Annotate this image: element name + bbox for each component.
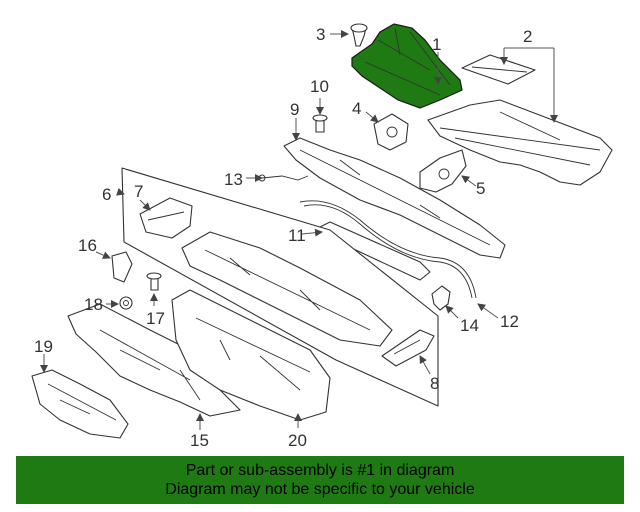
callout-12: 12 xyxy=(500,312,519,331)
part-16-bracket[interactable] xyxy=(111,251,133,283)
part-20-insulator[interactable] xyxy=(171,289,331,421)
part-2-cowl-panel[interactable] xyxy=(427,54,613,186)
callout-14: 14 xyxy=(460,316,479,335)
callout-15: 15 xyxy=(190,431,209,450)
parts-diagram: 1 2 3 4 5 6 7 8 9 10 11 12 13 14 15 16 1… xyxy=(31,23,613,450)
callout-18: 18 xyxy=(84,295,103,314)
callout-16: 16 xyxy=(78,236,97,255)
part-7-bracket[interactable] xyxy=(139,197,193,239)
callout-5: 5 xyxy=(476,179,485,198)
part-15-insulator[interactable] xyxy=(67,303,241,417)
part-8-bracket[interactable] xyxy=(381,329,435,367)
part-18-nut[interactable] xyxy=(119,296,133,310)
part-13-harness[interactable] xyxy=(258,174,309,182)
part-6-dash-panel[interactable] xyxy=(121,167,439,407)
callout-13: 13 xyxy=(224,170,243,189)
callout-8: 8 xyxy=(430,374,439,393)
banner-line-1: Part or sub-assembly is #1 in diagram xyxy=(185,462,455,479)
part-17-bolt[interactable] xyxy=(146,272,162,291)
part-3-clip[interactable] xyxy=(350,23,368,47)
callout-11: 11 xyxy=(288,226,306,245)
leader-lines xyxy=(40,30,558,430)
part-14-bracket[interactable] xyxy=(431,285,451,311)
callout-17: 17 xyxy=(146,309,165,328)
callout-2: 2 xyxy=(523,27,532,46)
part-19-insulator[interactable] xyxy=(31,369,129,439)
part-12-cable[interactable] xyxy=(299,200,477,299)
part-10-bolt[interactable] xyxy=(312,114,328,133)
part-9-reinforcement[interactable] xyxy=(283,137,506,259)
callout-7: 7 xyxy=(134,182,143,201)
callout-6: 6 xyxy=(102,185,111,204)
info-banner: Part or sub-assembly is #1 in diagram Di… xyxy=(16,456,624,504)
part-4-bracket[interactable] xyxy=(373,113,409,151)
callout-10: 10 xyxy=(310,77,329,96)
banner-line-2: Diagram may not be specific to your vehi… xyxy=(165,481,475,498)
part-1-cowl-top-highlighted[interactable] xyxy=(351,23,463,109)
callout-1: 1 xyxy=(432,35,441,54)
callout-3: 3 xyxy=(316,25,325,44)
callout-19: 19 xyxy=(34,337,53,356)
callout-9: 9 xyxy=(290,100,299,119)
callout-20: 20 xyxy=(288,431,307,450)
callout-4: 4 xyxy=(352,99,361,118)
callout-labels: 1 2 3 4 5 6 7 8 9 10 11 12 13 14 15 16 1… xyxy=(34,25,532,450)
part-5-bracket[interactable] xyxy=(419,149,467,193)
